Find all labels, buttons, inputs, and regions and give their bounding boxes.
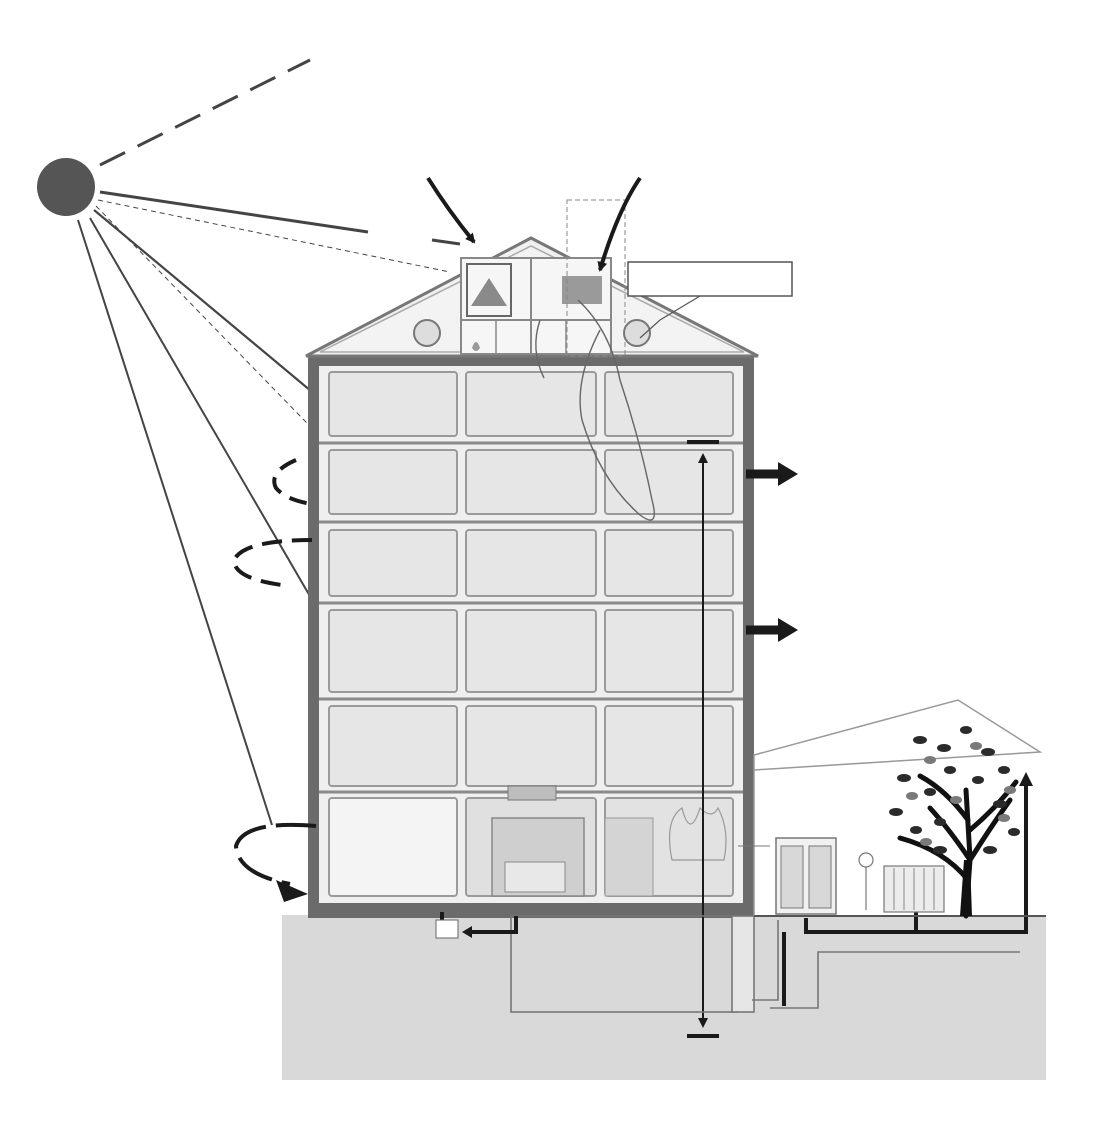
callout-box <box>627 261 793 339</box>
neighbor-house <box>738 699 1046 917</box>
floor-slabs <box>319 441 743 794</box>
roof-inflow-arrows <box>426 176 642 272</box>
wind-arrow-icon <box>233 822 317 886</box>
roof <box>305 199 759 358</box>
pipe-arrow-left <box>462 926 472 938</box>
tree-icon <box>889 726 1020 919</box>
ventilation-arrow-icon <box>426 176 476 244</box>
wind-swirls <box>231 458 317 886</box>
wind-arrow-icon <box>231 538 313 588</box>
roof-vent-right <box>623 319 651 347</box>
ground <box>282 915 1046 1080</box>
pipe-arrow-up <box>1019 772 1033 786</box>
heat-outflow-arrows <box>746 469 780 635</box>
roof-vent-left <box>413 319 441 347</box>
sun-icon <box>37 158 95 216</box>
heat-arrow-head-1 <box>778 462 798 486</box>
vertical-dimension <box>687 440 719 1038</box>
drain-box <box>435 919 459 939</box>
water-pipe-icon <box>440 784 1028 1006</box>
underground-system <box>510 915 1020 1013</box>
heat-arrow-head-2 <box>778 618 798 642</box>
airflow-curves <box>535 299 655 521</box>
ventilation-arrow-icon <box>597 176 642 272</box>
wind-arrow-icon <box>272 458 313 506</box>
wind-arrow-head <box>276 880 308 902</box>
